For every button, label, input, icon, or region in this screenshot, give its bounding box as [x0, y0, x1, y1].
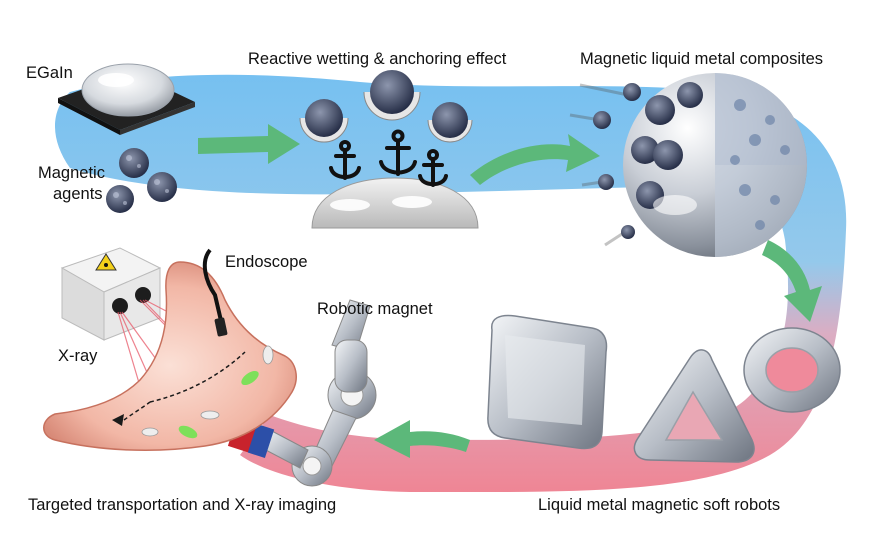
soft-robot-triangle: [633, 349, 755, 463]
label-egain: EGaIn: [26, 64, 73, 82]
stomach: [43, 261, 297, 451]
anchoring-platform: [311, 177, 479, 229]
label-composites: Magnetic liquid metal composites: [580, 50, 824, 68]
anchored-particles: [299, 70, 473, 143]
capsules: [141, 345, 274, 439]
arrow-icon-2: [470, 134, 600, 185]
magnetic-agent-particles: [106, 148, 177, 213]
label-magnetic-agents-2: agents: [53, 185, 103, 203]
label-magnetic-agents-1: Magnetic: [38, 164, 105, 182]
label-xray: X-ray: [58, 347, 98, 365]
label-robotic-magnet: Robotic magnet: [317, 300, 433, 318]
label-targeted-transport: Targeted transportation and X-ray imagin…: [28, 496, 337, 514]
label-soft-robots: Liquid metal magnetic soft robots: [538, 496, 781, 514]
label-reactive-wetting: Reactive wetting & anchoring effect: [248, 50, 507, 68]
arrow-icon-4: [374, 420, 470, 458]
arrow-icon-1: [198, 124, 300, 164]
arrow-icon-3: [762, 240, 822, 322]
robotic-magnet-arm: [227, 299, 377, 487]
flying-particles: [569, 83, 641, 247]
soft-robot-ring: [743, 327, 841, 413]
egain-droplet: [58, 63, 195, 135]
xray-source: [60, 247, 162, 341]
endoscope: [202, 248, 228, 337]
anchor-icons: [329, 129, 448, 187]
soft-robot-rectangle: [487, 314, 608, 450]
label-endoscope: Endoscope: [225, 253, 308, 271]
composite-sphere: [623, 73, 807, 257]
radiation-icon: [95, 253, 117, 271]
